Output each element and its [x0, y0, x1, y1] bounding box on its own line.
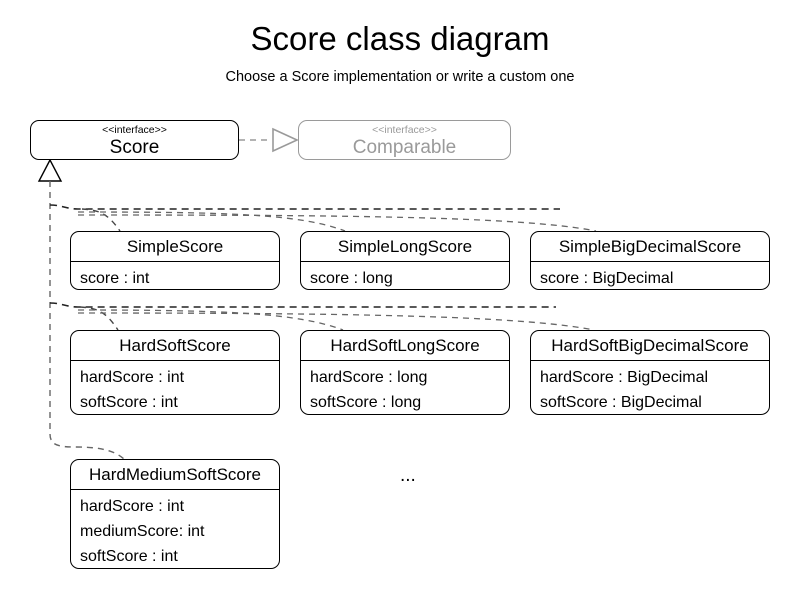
attribute: hardScore : long — [310, 369, 428, 386]
attribute: mediumScore: int — [80, 523, 205, 540]
class-box-hard-medium-soft-score[interactable]: HardMediumSoftScore hardScore : int medi… — [70, 459, 280, 569]
class-box-simple-long-score[interactable]: SimpleLongScore score : long — [300, 231, 510, 290]
page-title: Score class diagram — [250, 20, 550, 57]
connector-hard-soft-big-decimal-score — [77, 312, 595, 331]
class-attributes: score : int — [71, 262, 279, 289]
class-attributes: score : long — [301, 262, 509, 289]
attribute: score : int — [80, 270, 150, 287]
connector-bus-row2 — [49, 302, 556, 308]
class-name: HardSoftScore — [71, 331, 279, 361]
class-attributes: hardScore : long softScore : long — [301, 361, 509, 414]
interface-box-comparable[interactable]: <<interface>> Comparable — [298, 120, 511, 160]
class-name: SimpleLongScore — [301, 232, 509, 262]
connector-simple-big-decimal-score — [77, 214, 597, 232]
class-name: HardSoftLongScore — [301, 331, 509, 361]
class-name: HardSoftBigDecimalScore — [531, 331, 769, 361]
interface-name: Score — [109, 137, 160, 158]
attribute: score : BigDecimal — [540, 270, 674, 287]
connector-score-realizes-comparable — [239, 127, 299, 153]
stereotype-label: <<interface>> — [102, 124, 167, 136]
page-subtitle: Choose a Score implementation or write a… — [225, 69, 575, 85]
class-box-hard-soft-score[interactable]: HardSoftScore hardScore : int softScore … — [70, 330, 280, 415]
interface-box-score[interactable]: <<interface>> Score — [30, 120, 239, 160]
connector-bus-row1 — [49, 204, 560, 210]
class-name: HardMediumSoftScore — [71, 460, 279, 490]
attribute: hardScore : int — [80, 498, 185, 515]
attribute: softScore : int — [80, 548, 178, 565]
attribute: hardScore : BigDecimal — [540, 369, 709, 386]
interface-name: Comparable — [352, 137, 457, 158]
class-attributes: hardScore : BigDecimal softScore : BigDe… — [531, 361, 769, 414]
connector-hard-soft-long-score — [77, 309, 344, 331]
attribute: softScore : long — [310, 394, 422, 411]
class-name: SimpleScore — [71, 232, 279, 262]
class-attributes: score : BigDecimal — [531, 262, 769, 289]
class-name: SimpleBigDecimalScore — [531, 232, 769, 262]
attribute: softScore : int — [80, 394, 178, 411]
attribute: score : long — [310, 270, 393, 287]
attribute: softScore : BigDecimal — [540, 394, 702, 411]
more-classes-ellipsis: ... — [400, 465, 416, 486]
class-attributes: hardScore : int mediumScore: int softSco… — [71, 490, 279, 568]
connector-hard-soft-score — [79, 306, 119, 331]
generalization-triangle — [37, 158, 63, 182]
class-attributes: hardScore : int softScore : int — [71, 361, 279, 414]
class-box-simple-score[interactable]: SimpleScore score : int — [70, 231, 280, 290]
connector-simple-score — [81, 208, 121, 232]
class-box-simple-big-decimal-score[interactable]: SimpleBigDecimalScore score : BigDecimal — [530, 231, 770, 290]
connector-hard-medium-soft-score — [49, 433, 125, 460]
attribute: hardScore : int — [80, 369, 185, 386]
connector-simple-long-score — [77, 211, 346, 232]
class-box-hard-soft-long-score[interactable]: HardSoftLongScore hardScore : long softS… — [300, 330, 510, 415]
stereotype-label: <<interface>> — [372, 124, 437, 136]
class-box-hard-soft-big-decimal-score[interactable]: HardSoftBigDecimalScore hardScore : BigD… — [530, 330, 770, 415]
